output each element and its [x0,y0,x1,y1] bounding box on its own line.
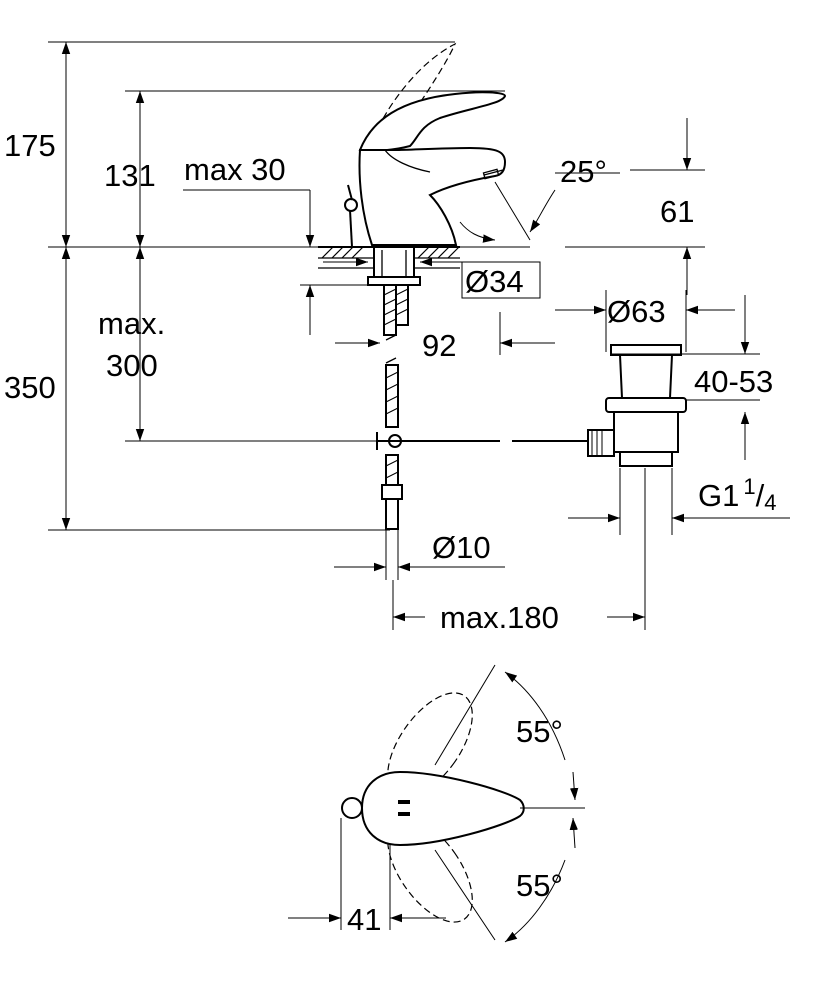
label-pop-up-offset: 41 [347,902,381,937]
label-spout-reach: 92 [422,328,456,363]
label-total-height: 175 [4,128,56,163]
right-dimension-lines [183,118,790,630]
label-under-deck-length: 350 [4,370,56,405]
label-hose-diameter: Ø10 [432,530,491,565]
faucet-top-view [288,664,585,943]
label-waste-thread-den: 4 [764,490,776,515]
height-dimension-lines [48,41,705,531]
label-waste-thread-prefix: G1 [698,478,739,513]
label-pull-rod-reach: max.180 [440,600,559,635]
label-spout-angle: 25° [560,154,607,189]
label-deck-thickness: max 30 [184,152,286,187]
label-waste-thread-num: 1 [743,474,755,499]
label-lever-angle-upper: 55° [516,714,563,749]
label-lever-angle-lower: 55° [516,868,563,903]
label-spout-outlet-height: 61 [660,194,694,229]
faucet-side-view [318,42,590,530]
label-spout-height: 131 [104,158,156,193]
pop-up-waste [587,344,687,467]
label-waste-diameter: Ø63 [607,294,666,329]
label-hose-length-value: 300 [106,348,158,383]
label-hole-diameter: Ø34 [465,264,524,299]
label-waste-range: 40-53 [694,364,773,399]
label-waste-thread-sep: / [756,478,765,513]
label-hose-length-prefix: max. [98,306,165,341]
